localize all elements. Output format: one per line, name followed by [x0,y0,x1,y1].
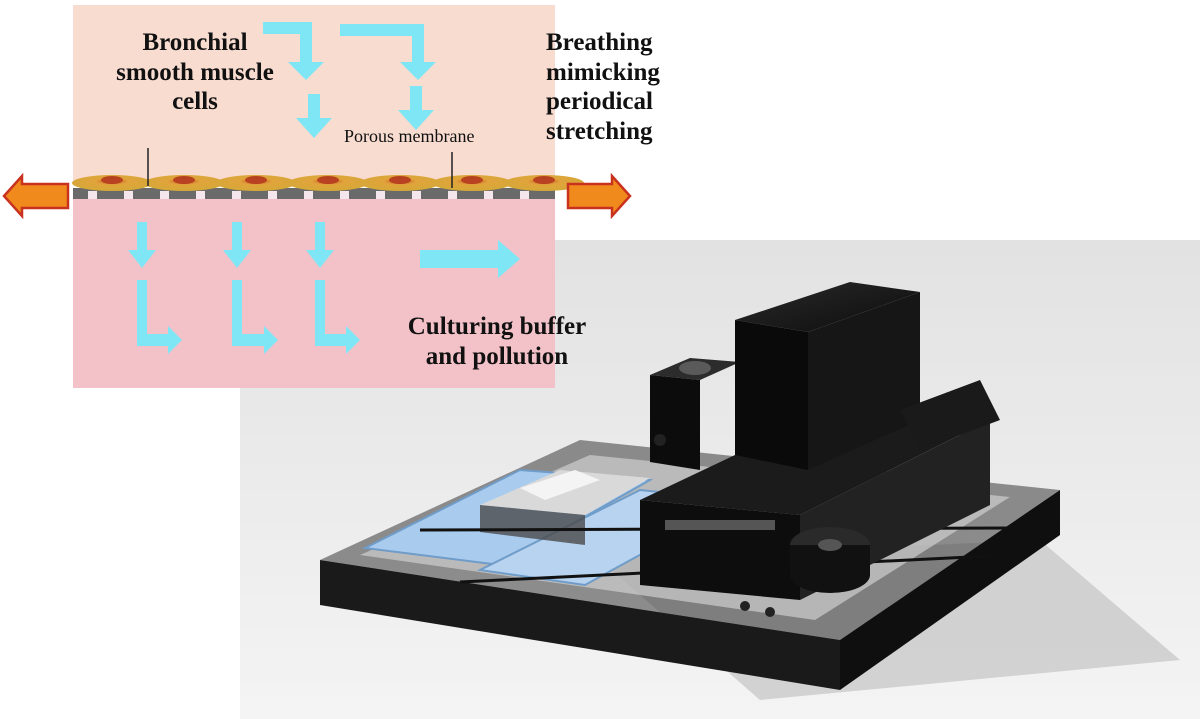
device-render [240,240,1200,719]
stretch-arrow-right [566,172,632,220]
membrane-pore [340,191,349,199]
membrane-pore [412,191,421,199]
chip-front [480,505,585,545]
cell-nucleus [389,176,411,184]
screw-1 [654,434,666,446]
cell-nucleus [533,176,555,184]
base-plate-front [320,560,840,690]
screw-3 [765,607,775,617]
cell-nucleus [245,176,267,184]
lower-chamber [73,198,555,388]
membrane-pore [232,191,241,199]
flow-arrow-upper-1 [263,22,324,80]
chip-channel [520,470,600,500]
flow-arrow-lower-3b [315,280,360,354]
motor-top [735,282,920,332]
porous-membrane [73,188,555,199]
membrane-pore [160,191,169,199]
flow-arrow-lower-right [420,240,520,278]
motor-front [735,320,808,470]
bracket-front [640,500,800,600]
post-hole [679,361,711,375]
membrane-pores [88,191,529,199]
membrane-pore [376,191,385,199]
membrane-pore [484,191,493,199]
flow-arrow-lower-1b [137,280,182,354]
cell-nucleus [173,176,195,184]
cell-layer [72,175,584,191]
schematic-panel [2,5,632,388]
membrane-pore [268,191,277,199]
label-culturing-buffer: Culturing buffer and pollution [407,313,587,370]
flow-arrow-lower-2b [232,280,278,354]
cell-nucleus [317,176,339,184]
membrane-pore [196,191,205,199]
membrane-pore [520,191,529,199]
cell-nucleus [461,176,483,184]
flow-arrow-upper-2 [340,24,436,80]
flow-arrow-lower-3a [306,222,334,268]
post-front [650,375,700,470]
lower-flow-arrows [128,222,520,354]
flow-arrow-upper-4 [398,86,434,130]
label-porous-membrane: Porous membrane [344,126,475,146]
knob-hole [818,539,842,551]
membrane-pore [448,191,457,199]
upper-flow-arrows [263,22,436,138]
screw-2 [740,601,750,611]
flow-arrow-lower-2a [223,222,251,268]
label-bronchial-cells: Bronchial smooth muscle cells [116,29,274,115]
label-breathing-stretching: Breathing mimicking periodical stretchin… [546,29,660,145]
membrane-pore [304,191,313,199]
flow-arrow-lower-1a [128,222,156,268]
flow-arrow-upper-3 [296,94,332,138]
motor-side [808,292,920,470]
bracket-slot [665,520,775,530]
knob-bottom [790,557,870,593]
membrane-pore [124,191,133,199]
stretch-arrow-left [2,172,70,220]
frame-bar-right [900,380,1000,450]
cell-nucleus [101,176,123,184]
membrane-pore [88,191,97,199]
base-plate-side [840,490,1060,690]
